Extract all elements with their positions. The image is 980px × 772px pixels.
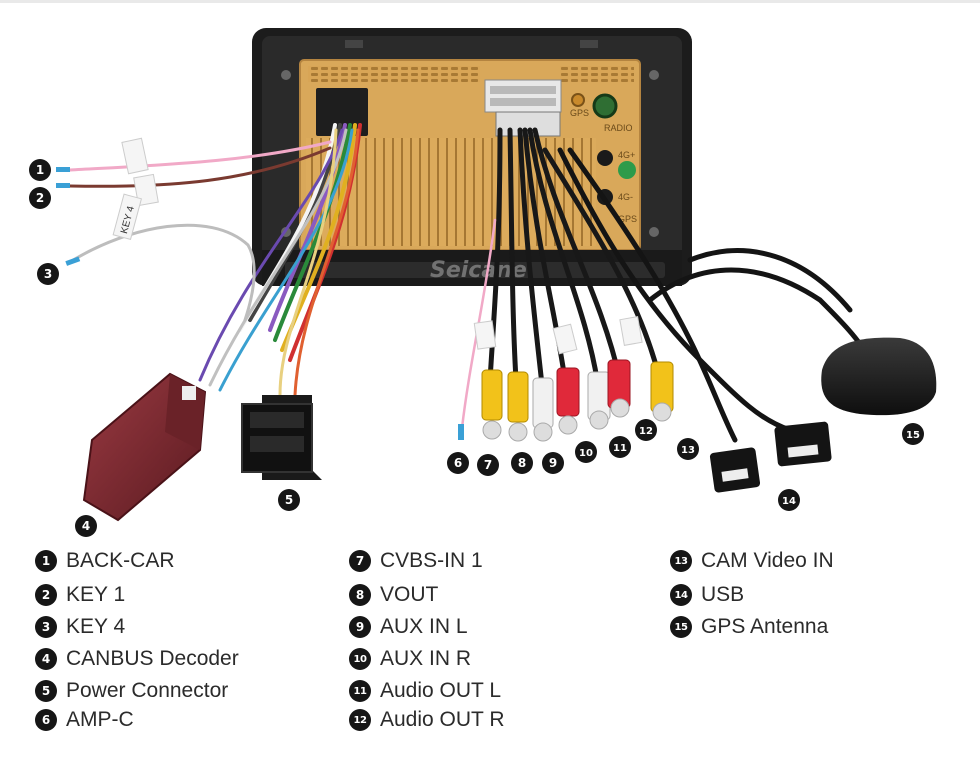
callout-7: 7 — [477, 454, 499, 476]
callout-13: 13 — [677, 438, 699, 460]
legend-number: 8 — [349, 584, 371, 606]
legend-label: Audio OUT R — [380, 708, 505, 731]
svg-text:14: 14 — [782, 496, 796, 507]
port-4g-minus-label: 4G- — [618, 192, 633, 202]
legend-number: 4 — [35, 648, 57, 670]
legend-number: 15 — [670, 616, 692, 638]
usb-gps-cables — [557, 147, 873, 443]
legend-item-key4: 3 KEY 4 — [35, 614, 125, 640]
legend-label: GPS Antenna — [701, 615, 829, 638]
callout-10: 10 — [575, 441, 597, 463]
legend-number: 12 — [349, 709, 371, 731]
legend-item-vout: 8 VOUT — [349, 582, 438, 608]
callout-6: 6 — [447, 452, 469, 474]
svg-text:5: 5 — [285, 493, 293, 507]
callout-2: 2 — [29, 187, 51, 209]
svg-text:4: 4 — [82, 519, 90, 533]
legend-item-aux-in-l: 9 AUX IN L — [349, 614, 468, 640]
legend-label: CVBS-IN 1 — [380, 549, 483, 572]
callout-badges: 1 2 3 4 5 6 7 8 9 10 11 12 13 14 15 — [29, 159, 924, 537]
callout-5: 5 — [278, 489, 300, 511]
callout-1: 1 — [29, 159, 51, 181]
svg-text:3: 3 — [44, 267, 52, 281]
callout-11: 11 — [609, 436, 631, 458]
legend-number: 10 — [349, 648, 371, 670]
legend-label: CAM Video IN — [701, 549, 834, 572]
callout-3: 3 — [37, 263, 59, 285]
callout-12: 12 — [635, 419, 657, 441]
legend-number: 2 — [35, 584, 57, 606]
legend-item-usb: 14 USB — [670, 582, 744, 608]
legend-item-audio-out-r: 12 Audio OUT R — [349, 707, 505, 733]
callout-4: 4 — [75, 515, 97, 537]
callout-9: 9 — [542, 452, 564, 474]
legend-number: 7 — [349, 550, 371, 572]
gps-antenna — [821, 337, 937, 416]
legend-label: KEY 4 — [66, 615, 126, 638]
radio-port-label: RADIO — [604, 123, 633, 133]
svg-text:2: 2 — [36, 191, 44, 205]
legend-number: 11 — [349, 680, 371, 702]
usb-plugs — [709, 421, 832, 493]
unit-port-labels: GPS RADIO 4G+ 4G- GPS — [570, 108, 637, 224]
power-connector — [241, 395, 322, 480]
gps-port-label-2: GPS — [618, 214, 637, 224]
legend-item-audio-out-l: 11 Audio OUT L — [349, 678, 501, 704]
legend-label: BACK-CAR — [66, 549, 175, 572]
legend-label: Audio OUT L — [380, 679, 502, 702]
svg-text:10: 10 — [579, 448, 593, 459]
legend-number: 6 — [35, 709, 57, 731]
svg-text:13: 13 — [681, 445, 695, 456]
callout-15: 15 — [902, 423, 924, 445]
legend-number: 14 — [670, 584, 692, 606]
legend-number: 1 — [35, 550, 57, 572]
port-4g-plus-label: 4G+ — [618, 150, 635, 160]
legend-label: AUX IN L — [380, 615, 468, 638]
svg-text:12: 12 — [639, 426, 653, 437]
main-harness — [198, 123, 362, 397]
svg-text:7: 7 — [484, 458, 492, 472]
legend-item-cvbs-in1: 7 CVBS-IN 1 — [349, 548, 483, 574]
legend-label: CANBUS Decoder — [66, 647, 239, 670]
callout-8: 8 — [511, 452, 533, 474]
svg-text:15: 15 — [906, 430, 920, 441]
legend-label: KEY 1 — [66, 583, 126, 606]
legend-item-back-car: 1 BACK-CAR — [35, 548, 175, 574]
legend-label: AUX IN R — [380, 647, 472, 670]
legend-item-amp-c: 6 AMP-C — [35, 707, 134, 733]
legend-number: 3 — [35, 616, 57, 638]
top-divider — [0, 0, 980, 3]
canbus-decoder — [82, 372, 207, 522]
svg-text:1: 1 — [36, 163, 44, 177]
svg-text:8: 8 — [518, 456, 526, 470]
signal-wires: KEY 4 — [56, 137, 332, 322]
legend-item-power-connector: 5 Power Connector — [35, 678, 228, 704]
legend-number: 9 — [349, 616, 371, 638]
legend-label: AMP-C — [66, 708, 134, 731]
legend-item-canbus-decoder: 4 CANBUS Decoder — [35, 646, 239, 672]
rca-plugs — [473, 316, 674, 442]
legend-label: USB — [701, 583, 745, 606]
legend: 1 BACK-CAR 2 KEY 1 3 KEY 4 4 CANBUS Deco… — [0, 540, 980, 770]
callout-14: 14 — [778, 489, 800, 511]
svg-text:11: 11 — [613, 443, 627, 454]
legend-number: 13 — [670, 550, 692, 572]
legend-label: VOUT — [380, 583, 439, 606]
wiring-diagram: GPS RADIO 4G+ 4G- GPS Seicane KEY 4 — [29, 28, 937, 537]
gps-port-label: GPS — [570, 108, 589, 118]
svg-text:9: 9 — [549, 456, 557, 470]
rca-cables — [458, 127, 663, 440]
legend-number: 5 — [35, 680, 57, 702]
legend-item-key1: 2 KEY 1 — [35, 582, 125, 608]
legend-item-aux-in-r: 10 AUX IN R — [349, 646, 471, 672]
svg-text:6: 6 — [454, 456, 462, 470]
legend-item-cam-video-in: 13 CAM Video IN — [670, 548, 834, 574]
legend-label: Power Connector — [66, 679, 229, 702]
legend-item-gps-antenna: 15 GPS Antenna — [670, 614, 828, 640]
